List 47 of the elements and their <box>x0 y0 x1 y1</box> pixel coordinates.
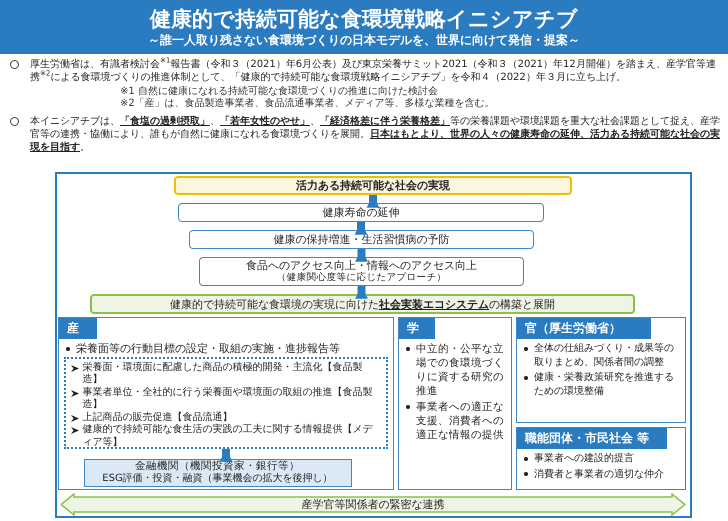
arrow <box>220 449 232 462</box>
bullet-item: 栄養面・環境面に配慮した商品の積極的開発・主流化【食品製造】 <box>82 362 362 385</box>
bullet-item: 事業者単位・全社的に行う栄養面や環境面の取組の推進【食品製造】 <box>82 386 372 410</box>
bullet-item: 上記商品の販売促進【食品流通】 <box>82 412 232 422</box>
subtitle: ～誰一人取り残さない食環境づくりの日本モデルを、世界に向けて発信・提案～ <box>147 32 581 48</box>
intro-paragraph: 本イニシアチブは、「食塩の過剰摂取」、「若年女性のやせ」、「経済格差に伴う栄養格差」等の栄養課題や環境課題を重大な社会課題として捉え、産学官等の連携・協働により、誰もが自然に健康になれる食環境づくりを展開。日本はもとより、世界の人々の健康寿命の延伸、活力ある持続可能な社会の実現を目指す。 <box>30 115 721 154</box>
ecosystem-band <box>90 294 635 314</box>
title: 健康的で持続可能な食環境戦略イニシアチブ <box>148 6 579 32</box>
arrow <box>366 195 380 208</box>
arrow <box>355 286 368 299</box>
bullet-item: 全体の仕組みづくり・成果等の取りまとめ、関係者間の調整 <box>534 343 674 368</box>
sector-panel <box>58 317 394 490</box>
arrow <box>354 222 368 235</box>
footnote: ※2「産」は、食品製造事業者、食品流通事業者、メディア等、多様な業種を含む。 <box>120 98 496 109</box>
box-label: 金融機関（機関投資家・銀行等） <box>135 460 300 472</box>
bullet-item: 中立的・公平な立場での食環境づくりに資する研究の推進 <box>416 343 504 397</box>
double-arrow-band <box>60 493 686 516</box>
panel-tab: 官（厚生労働省） <box>517 318 651 339</box>
panel-tab: 学 <box>399 318 435 339</box>
box-label: 健康寿命の延伸 <box>322 206 400 219</box>
bullet-item: 消費者と事業者の適切な仲介 <box>534 468 664 480</box>
bullet-item: 栄養面等の行動目標の設定・取組の実施・進捗報告等 <box>76 342 340 355</box>
box-label: 健康の保持増進・生活習慣病の予防 <box>274 233 450 246</box>
intro-paragraph: 厚生労働省は、有識者検討会$^{※1}$報告書（令和３（2021）年6月公表）及び東京栄養サミット2021（令和３（2021）年12月開催）を踏まえ、産学官等連携$^{※2}$による食環境づくりの推進体制として、「健康的で持続可能な食環境戦略イニシアチブ」を令和４（2022）年３月に立ち上げ。 <box>30 58 717 84</box>
step-box <box>189 230 534 249</box>
band-label: 産学官等関係者の緊密な連携 <box>302 498 444 511</box>
box-label: ESG評価・投資・融資（事業機会の拡大を後押し） <box>102 472 333 485</box>
arrow <box>355 249 368 262</box>
step-box <box>178 203 544 222</box>
bullet-item: 事業者への建設的提言 <box>534 453 634 464</box>
bullet-item: 健康・栄養政策研究を推進するための環境整備 <box>534 372 674 396</box>
sector-panel <box>516 317 686 423</box>
panel-tab: 職能団体・市民社会 等 <box>517 428 667 449</box>
finance-box <box>84 458 352 486</box>
bullet-item: 健康的で持続可能な食生活の実践の工夫に関する情報提供【メディア等】 <box>82 424 372 448</box>
box-label: 食品へのアクセス向上・情報へのアクセス向上 <box>246 259 477 272</box>
goal-box <box>174 176 572 195</box>
box-label: 活力ある持続可能な社会の実現 <box>296 179 450 192</box>
sector-panel <box>516 427 686 490</box>
sector-panel <box>398 317 512 490</box>
bullet-item: 事業者への適正な支援、消費者への適正な情報の提供 <box>416 401 504 441</box>
footnote: ※1 自然に健康になれる持続可能な食環境づくりの推進に向けた検討会 <box>120 86 439 98</box>
step-box <box>199 257 524 286</box>
box-label: （健康関心度等に応じたアプローチ） <box>276 272 446 284</box>
panel-tab: 産 <box>59 318 97 339</box>
dotted-box <box>64 356 388 448</box>
band-label: 健康的で持続可能な食環境の実現に向けた社会実装エコシステムの構築と展開 <box>170 298 555 310</box>
